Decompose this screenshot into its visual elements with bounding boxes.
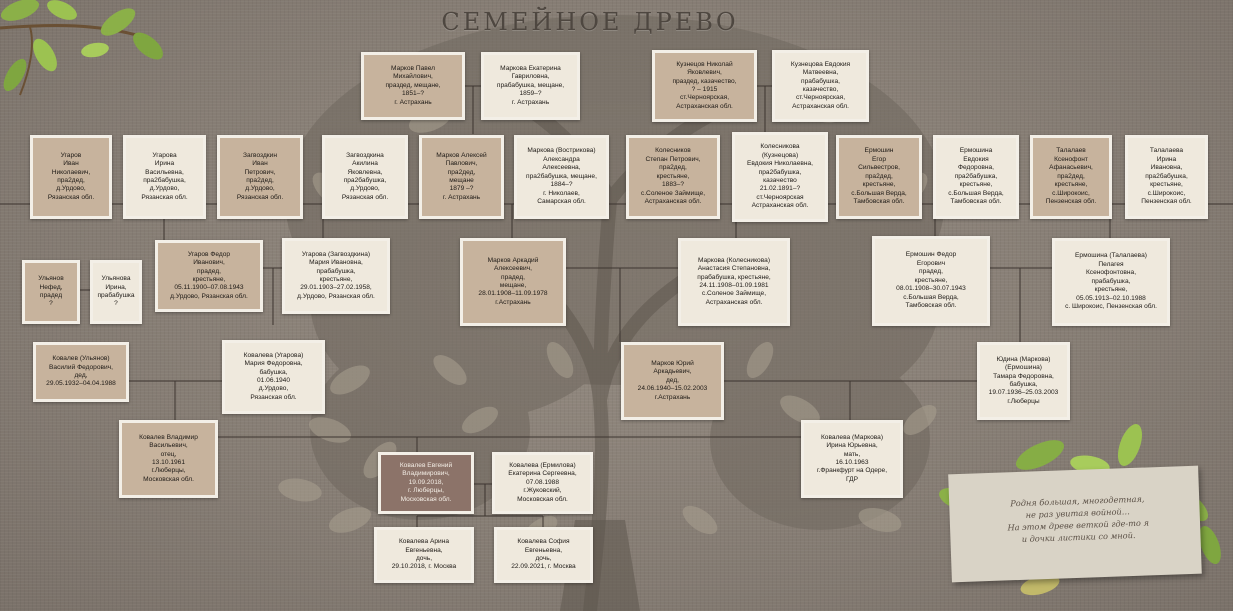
person-card-markov-arkadii[interactable]: Марков Аркадий Алексеевич, прадед, мещан… <box>460 238 566 326</box>
person-card-talalaeva-irina[interactable]: Талалаева Ирина Ивановна, пра2бабушка, к… <box>1125 135 1208 219</box>
person-card-kovaleva-sofia[interactable]: Ковалева София Евгеньевна, дочь, 22.09.2… <box>494 527 593 583</box>
person-card-kovalev-vasilii[interactable]: Ковалев (Ульянов) Василий Федорович, дед… <box>33 342 129 402</box>
person-card-ugarova-irina[interactable]: Угарова Ирина Васильевна, пра2бабушка, д… <box>123 135 206 219</box>
person-card-talalaev-ksenofont[interactable]: Талалаев Ксенофонт Афанасьевич, пра2дед,… <box>1030 135 1112 219</box>
person-card-ermoshin-fedor[interactable]: Ермошин Федор Егорович прадед, крестьяне… <box>872 236 990 326</box>
person-card-kolesnikov-stepan[interactable]: Колесников Степан Петрович, пра2дед, кре… <box>626 135 720 219</box>
person-card-kovaleva-arina[interactable]: Ковалева Арина Евгеньевна, дочь, 29.10.2… <box>374 527 474 583</box>
person-card-kovalev-evgenii[interactable]: Ковалев Евгений Владимирович, 19.09.2018… <box>378 452 474 514</box>
page-title: СЕМЕЙНОЕ ДРЕВО <box>441 8 739 36</box>
person-card-ulyanova-irina[interactable]: Ульянова Ирина, прабабушка ? <box>90 260 142 324</box>
leaf-branch-icon <box>0 0 163 96</box>
person-card-zagvozdkina-akilina[interactable]: Загвоздкина Акилина Яковлевна, пра2бабуш… <box>322 135 408 219</box>
person-card-ugarov-ivan[interactable]: Угаров Иван Николаевич, пра2дед, д.Урдов… <box>30 135 112 219</box>
person-card-yudina-tamara[interactable]: Юдина (Маркова) (Ермошина) Тамара Федоро… <box>977 342 1070 420</box>
person-card-kuznetsova-evdokia[interactable]: Кузнецова Евдокия Матвеевна, прабабушка,… <box>772 50 869 122</box>
person-card-markov-pavel[interactable]: Марков Павел Михайлович, праздед, мещане… <box>361 52 465 120</box>
person-card-ugarov-fedor[interactable]: Угаров Федор Иванович, прадед, крестьяне… <box>155 240 263 312</box>
person-card-kovaleva-ekaterina[interactable]: Ковалева (Ермилова) Екатерина Сергеевна,… <box>492 452 593 514</box>
person-card-ulyanov-nefed[interactable]: Ульянов Нефед, прадед ? <box>22 260 80 324</box>
person-card-markova-ekaterina[interactable]: Маркова Екатерина Гавриловна, прабабушка… <box>481 52 580 120</box>
person-card-ermoshina-evdokia[interactable]: Ермошина Евдокия Федоровна, пра2бабушка,… <box>933 135 1019 219</box>
person-card-kovaleva-maria[interactable]: Ковалева (Угарова) Мария Федоровна, бабу… <box>222 340 325 414</box>
person-card-markova-anastasia[interactable]: Маркова (Колесникова) Анастасия Степанов… <box>678 238 790 326</box>
person-card-ermoshina-pelageya[interactable]: Ермошина (Талалаева) Пелагея Ксенофонтов… <box>1052 238 1170 326</box>
person-card-markov-yurii[interactable]: Марков Юрий Аркадьевич, дед, 24.06.1940–… <box>621 342 724 420</box>
person-card-markova-aleksandra[interactable]: Маркова (Вострикова) Александра Алексеев… <box>514 135 609 219</box>
person-card-zagvozdkin-ivan[interactable]: Загвоздкин Иван Петрович, пра2дед, д.Урд… <box>217 135 303 219</box>
person-card-ermoshin-egor[interactable]: Ермошин Егор Сильвестров, пра2дед, крест… <box>836 135 922 219</box>
person-card-ugarova-maria[interactable]: Угарова (Загвоздкина) Мария Ивановна, пр… <box>282 238 390 314</box>
person-card-kovalev-vladimir[interactable]: Ковалев Владимир Васильевич, отец, 13.10… <box>119 420 218 498</box>
person-card-markov-aleksei[interactable]: Марков Алексей Павлович, пра2дед, мещане… <box>419 135 504 219</box>
person-card-kuznetsov-nikolai[interactable]: Кузнецов Николай Яковлевич, праздед, каз… <box>652 50 757 122</box>
person-card-kovaleva-irina[interactable]: Ковалева (Маркова) Ирина Юрьевна, мать, … <box>801 420 903 498</box>
quote-text: Родня большая, многодетная, не раз увита… <box>1007 493 1150 544</box>
person-card-kolesnikova-evdokia[interactable]: Колесникова (Кузнецова) Евдокия Николаев… <box>732 132 828 222</box>
